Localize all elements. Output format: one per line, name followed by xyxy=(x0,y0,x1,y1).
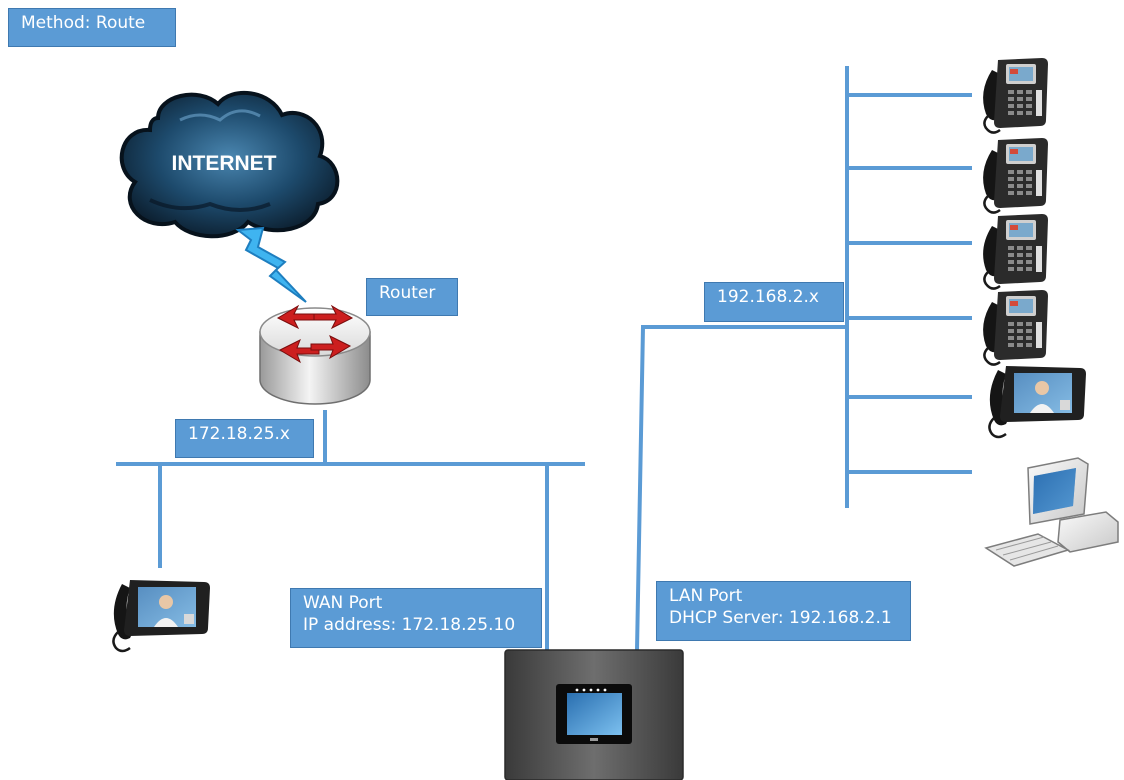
ip-phone-icon-4 xyxy=(981,288,1050,366)
video-phone-icon-right xyxy=(988,364,1088,439)
lan-port-label: LAN Port DHCP Server: 192.168.2.1 xyxy=(656,581,911,641)
lan-port-dhcp: DHCP Server: 192.168.2.1 xyxy=(669,608,892,628)
lan-subnet-label: 192.168.2.x xyxy=(704,282,844,322)
lan-uplink-line xyxy=(635,325,847,651)
wan-port-ip: IP address: 172.18.25.10 xyxy=(303,615,516,635)
wan-subnet-text: 172.18.25.x xyxy=(188,424,290,444)
ip-phone-icon-1 xyxy=(981,56,1050,134)
desktop-computer-icon xyxy=(984,457,1119,567)
ucm-appliance-icon xyxy=(504,649,684,780)
lan-subnet-text: 192.168.2.x xyxy=(717,287,819,307)
wan-subnet-label: 172.18.25.x xyxy=(175,419,314,458)
wan-port-title: WAN Port xyxy=(303,593,383,613)
wan-port-label: WAN Port IP address: 172.18.25.10 xyxy=(290,588,542,648)
router-text: Router xyxy=(379,283,436,303)
method-text: Method: Route xyxy=(21,13,146,33)
router-label: Router xyxy=(366,278,458,316)
internet-cloud-icon: INTERNET xyxy=(119,90,340,239)
router-icon xyxy=(259,304,371,405)
ip-phone-icon-2 xyxy=(981,136,1050,214)
internet-label: INTERNET xyxy=(172,152,277,175)
video-phone-icon xyxy=(112,578,212,653)
network-links xyxy=(116,66,972,651)
lightning-bolt-icon xyxy=(235,226,307,303)
method-label: Method: Route xyxy=(8,8,176,47)
lan-port-title: LAN Port xyxy=(669,586,743,606)
ip-phone-icon-3 xyxy=(981,212,1050,290)
